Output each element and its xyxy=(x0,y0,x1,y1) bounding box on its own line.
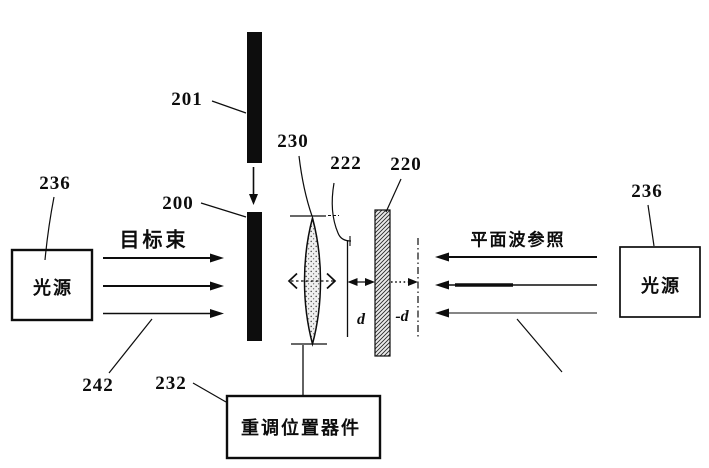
recording-medium-bar xyxy=(374,209,391,357)
ref-label-236-left: 236 xyxy=(39,173,71,194)
leader-232 xyxy=(192,382,227,403)
repositioning-device-label: 重调位置器件 xyxy=(241,418,361,439)
mask-bar-top xyxy=(247,32,262,163)
distance-minus-d-arrow xyxy=(391,278,418,286)
leader-242 xyxy=(108,318,153,374)
distance-label-minus-d: -d xyxy=(395,308,409,325)
lens-shift-arrow-right-head xyxy=(326,272,337,290)
lens xyxy=(287,215,339,347)
ref-label-242: 242 xyxy=(82,375,114,396)
leader-unlabeled-right xyxy=(516,318,563,373)
target-beam-caption: 目标束 xyxy=(119,227,189,252)
distance-label-d: d xyxy=(357,311,365,328)
lens-shift-arrow-left-head xyxy=(287,272,298,290)
light-source-left-label: 光源 xyxy=(33,278,73,299)
ref-label-222: 222 xyxy=(330,153,362,174)
light-source-right-box xyxy=(619,246,701,318)
ref-label-200: 200 xyxy=(162,193,194,214)
leader-236-left xyxy=(44,196,55,261)
leader-201 xyxy=(211,100,247,114)
distance-d-arrow xyxy=(347,278,375,286)
leader-222 xyxy=(331,182,352,242)
ref-label-220: 220 xyxy=(390,154,422,175)
ref-label-236-right: 236 xyxy=(631,181,663,202)
leader-200 xyxy=(200,202,247,218)
target-beam-arrows xyxy=(103,253,224,318)
plane-wave-reference-caption: 平面波参照 xyxy=(470,230,566,251)
ref-label-201: 201 xyxy=(171,89,203,110)
leader-230 xyxy=(298,155,313,217)
leader-220 xyxy=(385,178,402,213)
repositioning-device-box xyxy=(225,394,382,460)
mask-shift-arrow xyxy=(249,167,258,205)
reference-beam-arrows xyxy=(435,252,597,318)
ref-label-232: 232 xyxy=(155,373,187,394)
light-source-right-label: 光源 xyxy=(641,276,681,297)
light-source-left-box xyxy=(10,248,94,322)
leader-236-right xyxy=(647,204,655,247)
ref-label-230: 230 xyxy=(277,131,309,152)
mask-bar-bottom xyxy=(247,212,262,341)
